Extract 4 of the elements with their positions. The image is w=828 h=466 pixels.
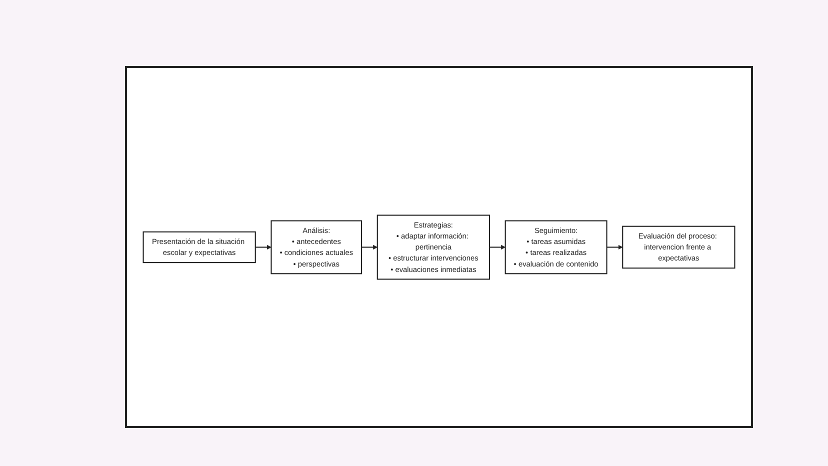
arrow xyxy=(606,244,623,250)
arrow xyxy=(362,244,378,250)
arrow xyxy=(489,244,506,250)
arrow xyxy=(255,244,272,250)
